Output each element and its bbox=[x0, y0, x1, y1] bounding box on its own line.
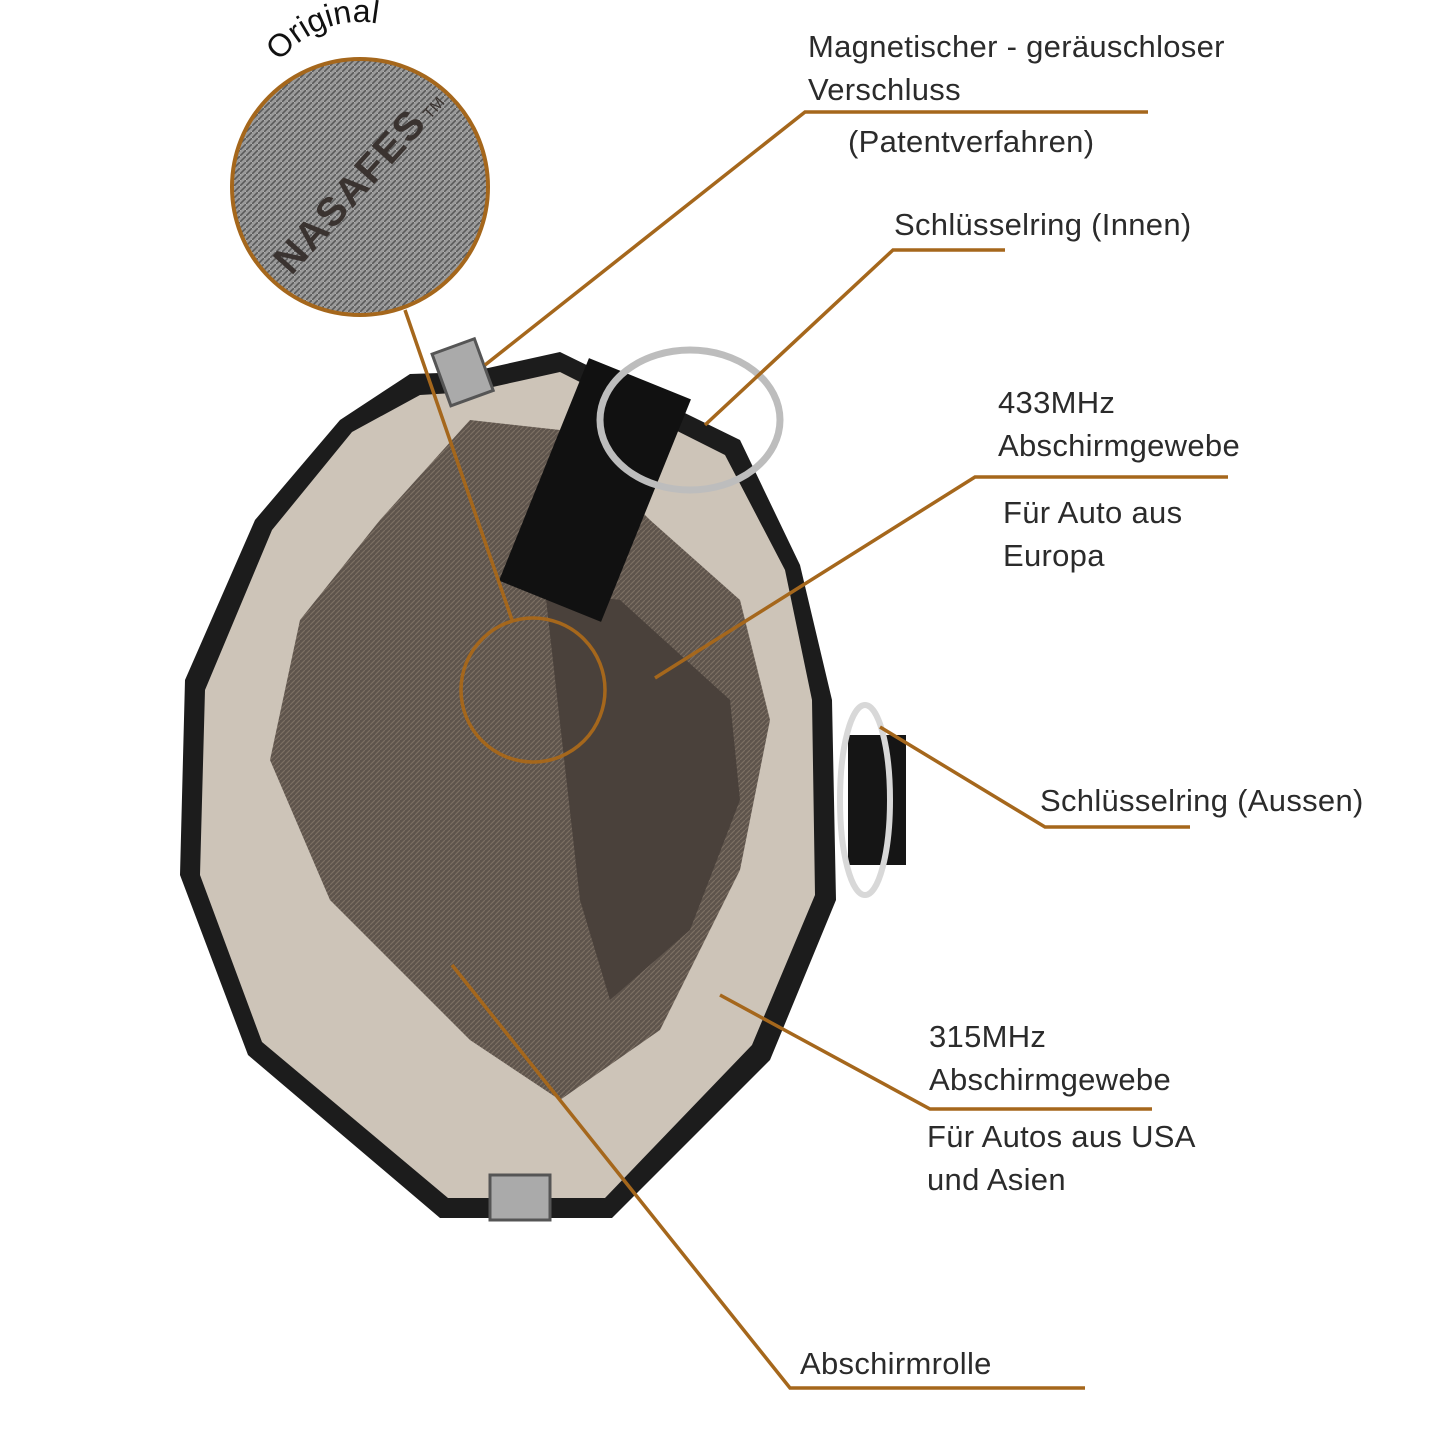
label-433-line3: Für Auto aus bbox=[1003, 495, 1183, 530]
label-433-line2: Abschirmgewebe bbox=[998, 428, 1240, 463]
bag-photo bbox=[180, 336, 906, 1222]
label-magnet-line1: Magnetischer - geräuschloser bbox=[808, 29, 1225, 64]
magnet-clasp-top bbox=[430, 336, 496, 408]
label-433-line4: Europa bbox=[1003, 538, 1105, 573]
leader-lines bbox=[403, 110, 1228, 1390]
inner-keyring bbox=[596, 346, 784, 494]
leader-keyring-outer bbox=[879, 725, 1190, 829]
label-433-line1: 433MHz bbox=[998, 385, 1116, 420]
label-315-line3: Für Autos aus USA bbox=[927, 1119, 1196, 1154]
leader-433 bbox=[654, 475, 1228, 680]
leader-roll bbox=[450, 963, 1085, 1390]
label-315-line4: und Asien bbox=[927, 1162, 1066, 1197]
label-roll: Abschirmrolle bbox=[800, 1346, 992, 1381]
magnet-clasp-bottom bbox=[488, 1173, 552, 1222]
label-315-line1: 315MHz bbox=[929, 1019, 1047, 1054]
inner-strap bbox=[499, 358, 691, 622]
leader-magnet bbox=[483, 110, 1148, 367]
leader-badge bbox=[403, 309, 514, 621]
outer-strap bbox=[848, 735, 906, 865]
bag-inner-pocket bbox=[545, 590, 740, 1000]
label-magnet-line2: Verschluss bbox=[808, 72, 961, 107]
zoom-highlight-circle bbox=[459, 616, 607, 764]
nasafes-fabric-badge: NASAFES TM Original bbox=[230, 0, 490, 317]
leader-315 bbox=[719, 993, 1152, 1111]
leader-keyring-inner bbox=[703, 248, 1005, 427]
label-315-line2: Abschirmgewebe bbox=[929, 1062, 1171, 1097]
label-magnet-line3: (Patentverfahren) bbox=[848, 124, 1095, 159]
label-keyring-inner: Schlüsselring (Innen) bbox=[894, 207, 1192, 242]
original-label: Original bbox=[259, 0, 382, 66]
outer-keyring bbox=[837, 702, 893, 898]
label-keyring-outer: Schlüsselring (Aussen) bbox=[1040, 783, 1364, 818]
